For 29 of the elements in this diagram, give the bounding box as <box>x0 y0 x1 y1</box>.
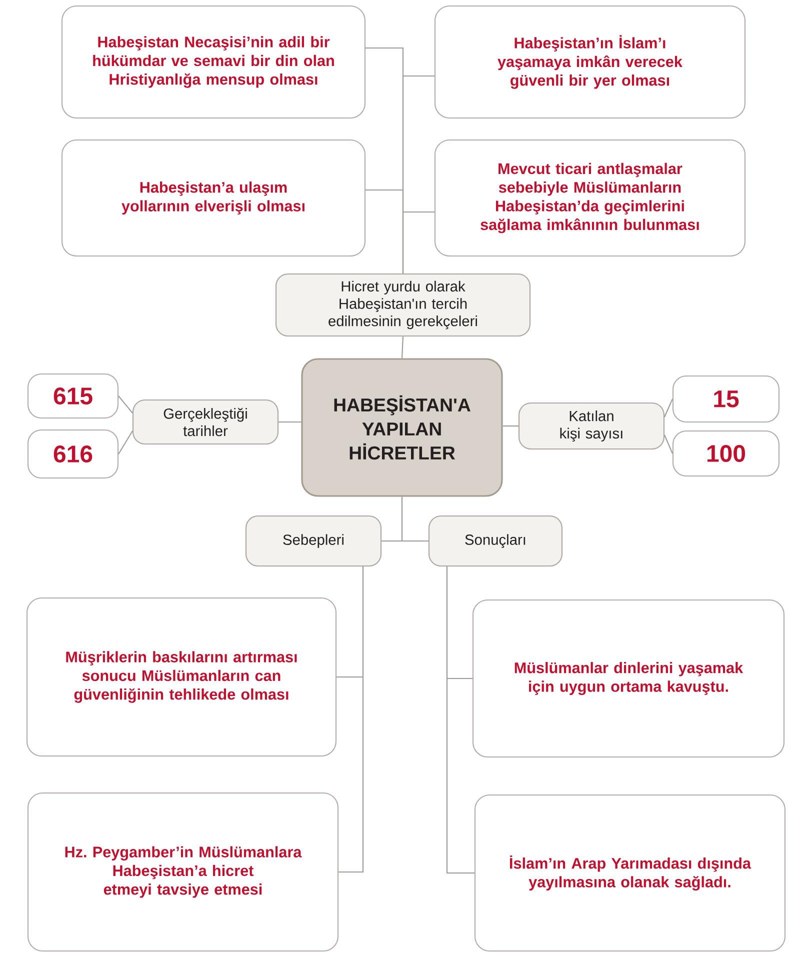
connector-line <box>118 396 133 414</box>
connector-line <box>664 434 673 454</box>
label-box: Sonuçları <box>428 515 563 567</box>
connector-line <box>401 336 404 358</box>
text-box: İslam’ın Arap Yarımadası dışında yayılmasına olanak sağladı. <box>474 794 786 952</box>
connector-line <box>664 398 673 418</box>
connector-line <box>338 566 364 873</box>
connector-line <box>502 425 518 427</box>
connector-line <box>401 496 428 542</box>
number-box: 615 <box>27 373 119 419</box>
connector-line <box>402 211 434 274</box>
text-box: Habeşistan’ın İslam’ı yaşamaya imkân verecek güvenli bir yer olması <box>434 5 746 119</box>
label-box: Katılan kişi sayısı <box>518 402 665 450</box>
central-box: HABEŞİSTAN'A YAPILAN HİCRETLER <box>301 358 503 497</box>
text-box: Müşriklerin baskılarını artırması sonucu Müslümanların can güvenliğinin tehlikede olması <box>26 597 337 757</box>
number-box: 616 <box>27 429 119 479</box>
text-box: Habeşistan’a ulaşım yollarının elverişli olması <box>61 139 366 257</box>
text-box: Habeşistan Necaşisi’nin adil bir hükümdar ve semavi bir din olan Hristiyanlığa mensup olması <box>61 5 366 119</box>
label-box: Sebepleri <box>245 515 382 567</box>
number-box: 15 <box>672 375 780 423</box>
text-box: Hz. Peygamber’in Müslümanlara Habeşistan’a hicret etmeyi tavsiye etmesi <box>27 792 339 952</box>
connector-line <box>446 566 474 874</box>
text-box: Mevcut ticari antlaşmalar sebebiyle Müslümanların Habeşistan’da geçimlerini sağlama imkânının bulunması <box>434 139 746 257</box>
label-box: Gerçekleştiği tarihler <box>132 399 279 445</box>
label-box: Hicret yurdu olarak Habeşistan'ın tercih edilmesinin gerekçeleri <box>275 273 531 337</box>
connector-line <box>118 430 133 454</box>
number-box: 100 <box>672 430 780 477</box>
text-box: Müslümanlar dinlerini yaşamak için uygun ortama kavuştu. <box>472 599 785 758</box>
connector-line <box>278 421 302 423</box>
